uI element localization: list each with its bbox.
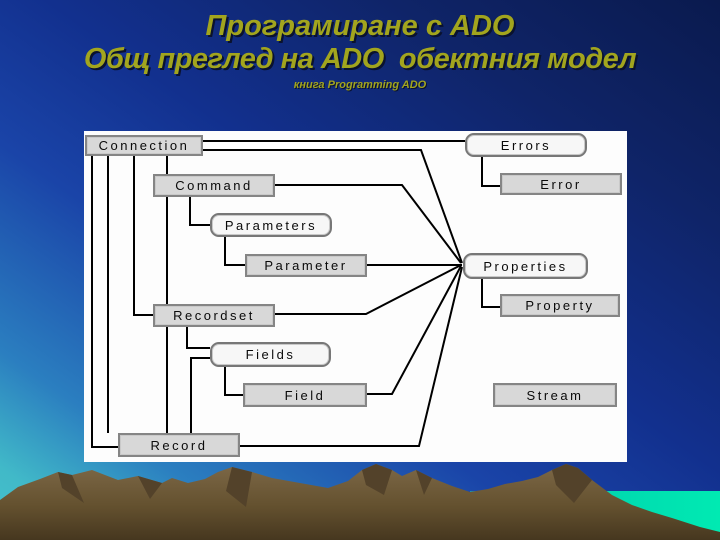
title-block: Програмиране с ADO Общ преглед на ADO об… xyxy=(0,10,720,91)
mountain-ridge xyxy=(0,464,720,540)
slide-title-line2: Общ преглед на ADO обектния модел xyxy=(83,43,637,76)
mountain-shadows xyxy=(58,464,592,507)
node-fields: Fields xyxy=(210,342,331,367)
node-stream: Stream xyxy=(493,383,617,407)
node-command: Command xyxy=(153,174,275,197)
node-recordset: Recordset xyxy=(153,304,275,327)
mountain-landscape-graphic xyxy=(0,464,720,540)
slide-title-line1: Програмиране с ADO xyxy=(205,10,515,42)
diagram-panel: Connection Command Parameters Parameter … xyxy=(84,131,627,462)
node-field: Field xyxy=(243,383,367,407)
node-connection: Connection xyxy=(85,135,203,156)
slide-subtitle: книга Programming ADO xyxy=(293,78,427,91)
diagram-connector-lines xyxy=(91,140,500,448)
node-property: Property xyxy=(500,294,620,317)
node-record: Record xyxy=(118,433,240,457)
node-properties: Properties xyxy=(463,253,588,279)
node-error: Error xyxy=(500,173,622,195)
node-parameters: Parameters xyxy=(210,213,332,237)
node-errors: Errors xyxy=(465,133,587,157)
node-parameter: Parameter xyxy=(245,254,367,277)
